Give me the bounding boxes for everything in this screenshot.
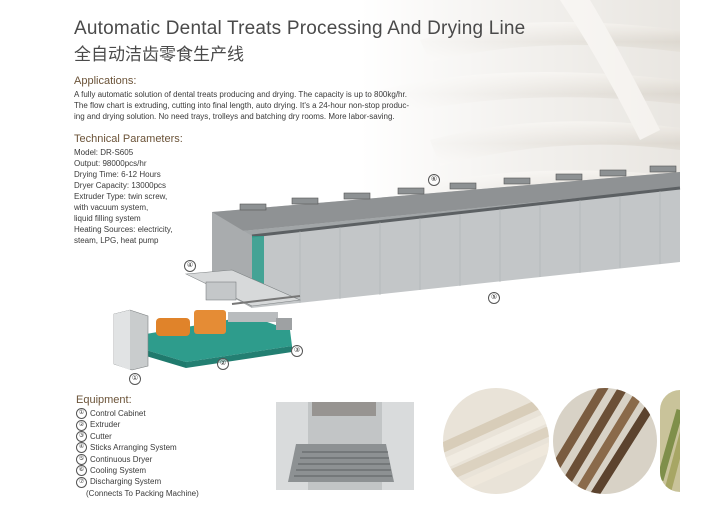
param-line: Model: DR-S605 [74,148,134,157]
technical-parameters-list: Model: DR-S605 Output: 98000pcs/hr Dryin… [74,147,173,246]
param-line: Output: 98000pcs/hr [74,159,147,168]
equipment-heading: Equipment: [76,394,132,406]
param-line: Drying Time: 6-12 Hours [74,170,161,179]
green-dental-sticks-image [660,409,680,491]
equipment-label: Cooling System [90,466,147,476]
param-line: steam, LPG, heat pump [74,236,159,245]
brown-dental-sticks-image [553,388,657,494]
applications-text: A fully automatic solution of dental tre… [74,89,409,122]
product-photo-brown-sticks [553,388,657,494]
param-line: Dryer Capacity: 13000pcs [74,181,167,190]
callout-cooling-system: ⑥ [428,174,440,186]
product-photo-green-sticks [660,390,680,492]
equipment-note: (Connects To Packing Machine) [86,488,199,498]
product-photo-white-sticks [443,388,549,494]
callout-extruder: ② [217,358,229,370]
equipment-label: Cutter [90,431,112,441]
param-line: with vacuum system, [74,203,149,212]
equipment-number: ⑤ [76,453,87,465]
equipment-number: ① [76,408,87,420]
control-cabinet [113,309,149,371]
equipment-label: Control Cabinet [90,409,146,418]
applications-line: A fully automatic solution of dental tre… [74,90,407,99]
technical-parameters-heading: Technical Parameters: [74,133,183,145]
applications-line: The flow chart is extruding, cutting int… [74,101,410,110]
param-line: Extruder Type: twin screw, [74,192,168,201]
page-title-chinese: 全自动洁齿零食生产线 [74,45,244,65]
extruder [146,310,292,368]
equipment-number: ⑦ [76,476,87,488]
param-line: Heating Sources: electricity, [74,225,173,234]
cooling-fans [239,165,677,211]
callout-control-cabinet: ① [129,373,141,385]
callout-cutter: ③ [291,345,303,357]
discharge-chute-image [276,402,414,490]
equipment-label: Continuous Dryer [90,454,153,464]
continuous-dryer [212,172,681,308]
applications-line: ing and drying solution. No need trays, … [74,112,395,121]
page-title: Automatic Dental Treats Processing And D… [74,18,526,39]
equipment-number: ④ [76,442,87,454]
callout-continuous-dryer: ⑤ [488,292,500,304]
applications-heading: Applications: [74,75,137,87]
equipment-label: Discharging System [90,477,162,487]
equipment-number: ⑥ [76,465,87,477]
white-dental-sticks-image [443,399,549,494]
param-line: liquid filling system [74,214,141,223]
equipment-number: ② [76,419,87,431]
discharging-system-photo [276,402,414,490]
equipment-number: ③ [76,431,87,443]
equipment-label: Sticks Arranging System [90,443,177,453]
callout-sticks-arranging: ④ [184,260,196,272]
sticks-arranging-system [184,269,302,307]
equipment-label: Extruder [90,420,121,430]
